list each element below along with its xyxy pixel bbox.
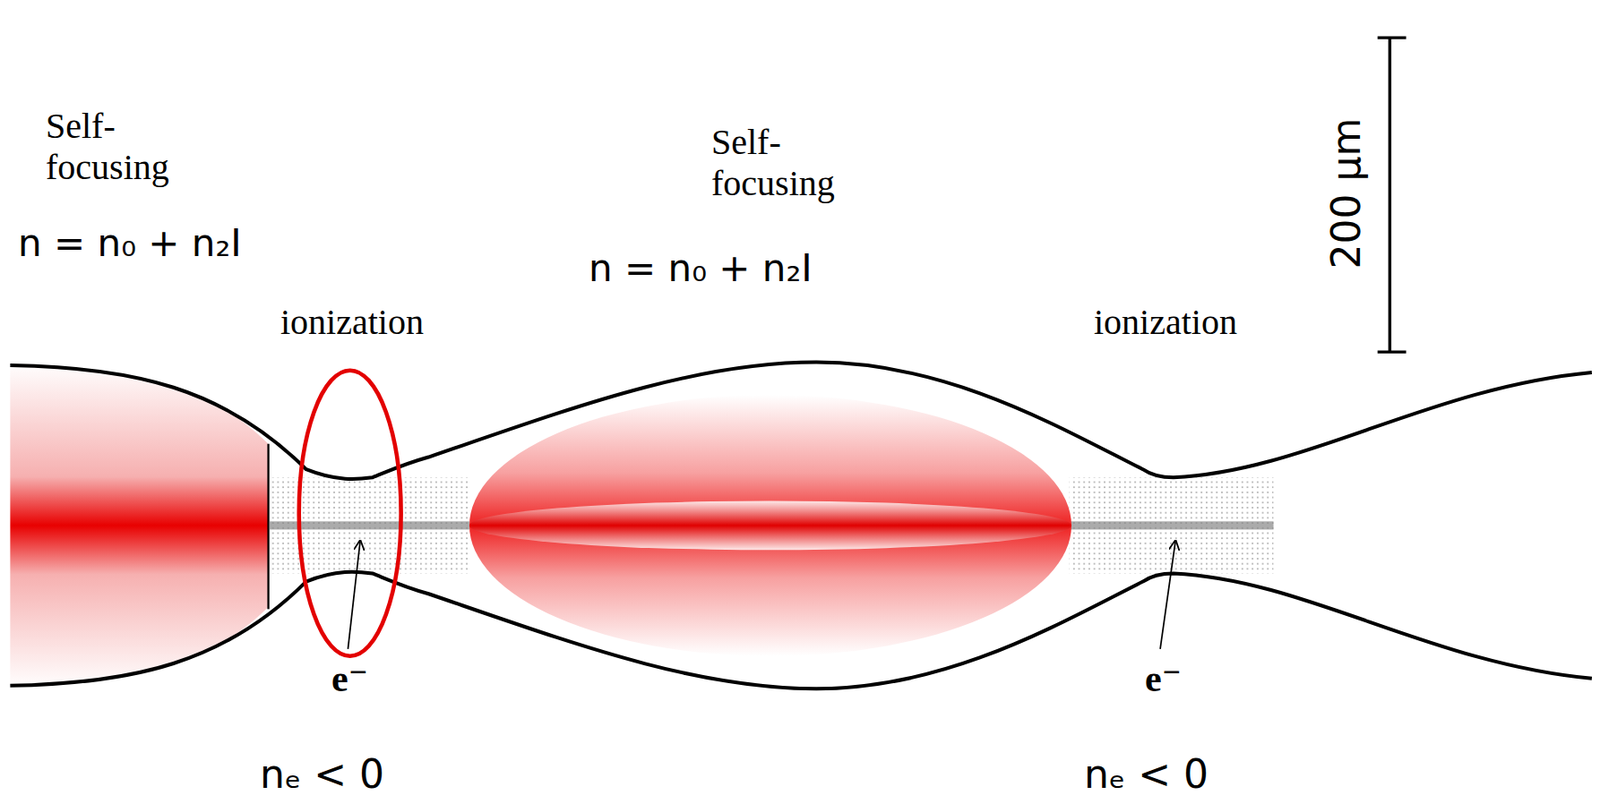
scale-tick [1377,350,1407,353]
leader-arrow [1160,541,1176,650]
effect-label: Self- focusing [45,105,243,189]
electron-label: e⁻ [331,657,369,701]
process-label: ionization [280,301,424,344]
pulse-front [266,444,269,611]
scale-bar [1388,37,1392,353]
highlight-ring [299,370,402,657]
leader-arrow [347,541,361,650]
index-formula: n = n₀ + n₂I [588,247,813,291]
scale-label: 200 μm [1324,118,1370,270]
index-formula: n = n₀ + n₂I [17,222,242,266]
beam-envelope [9,572,1592,689]
effect-label: Self- focusing [711,121,909,205]
density-label: nₑ < 0 [1083,752,1209,799]
scale-tick [1377,35,1407,39]
density-label: nₑ < 0 [259,752,385,799]
process-label: ionization [1093,301,1238,344]
pulse-core [469,501,1072,551]
beam-envelope [9,362,1592,480]
plasma-region [1069,477,1274,574]
electron-label: e⁻ [1144,657,1182,701]
pulse-ellipse [469,395,1072,657]
plasma-core [1069,521,1274,530]
